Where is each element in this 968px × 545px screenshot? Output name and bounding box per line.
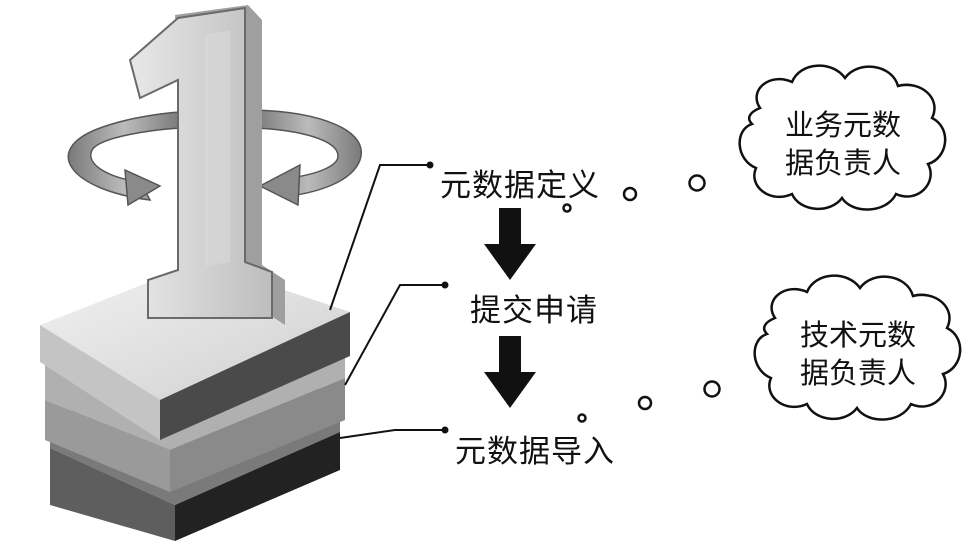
layer-top-right — [160, 312, 350, 440]
role-business-metadata-owner: 业务元数 据负责人 — [778, 106, 908, 182]
role-technical-line2: 据负责人 — [799, 356, 916, 390]
leader-lines — [329, 161, 449, 439]
down-arrow-icon-2 — [484, 336, 536, 408]
down-arrow-icon-1 — [484, 208, 536, 280]
cloud-shape-lower — [753, 274, 962, 421]
step-metadata-definition: 元数据定义 — [440, 168, 600, 204]
cloud-shape-upper — [738, 64, 947, 211]
numeral-one-icon — [128, 5, 285, 325]
layer-middle-right — [170, 378, 345, 492]
role-business-line1: 业务元数 — [784, 108, 901, 142]
role-technical-metadata-owner: 技术元数 据负责人 — [793, 316, 923, 392]
layer-top-left — [40, 325, 160, 440]
thought-dots-upper — [562, 174, 706, 213]
layer-bottom-right — [175, 432, 340, 541]
thought-dots-lower — [577, 380, 721, 423]
role-technical-line1: 技术元数 — [799, 318, 916, 352]
step-metadata-import: 元数据导入 — [455, 434, 615, 470]
step-submit-application: 提交申请 — [470, 293, 598, 329]
layer-stack-icon — [40, 262, 350, 541]
layer-middle-left — [45, 400, 170, 492]
role-business-line2: 据负责人 — [784, 146, 901, 180]
layer-bottom-left — [50, 448, 175, 541]
